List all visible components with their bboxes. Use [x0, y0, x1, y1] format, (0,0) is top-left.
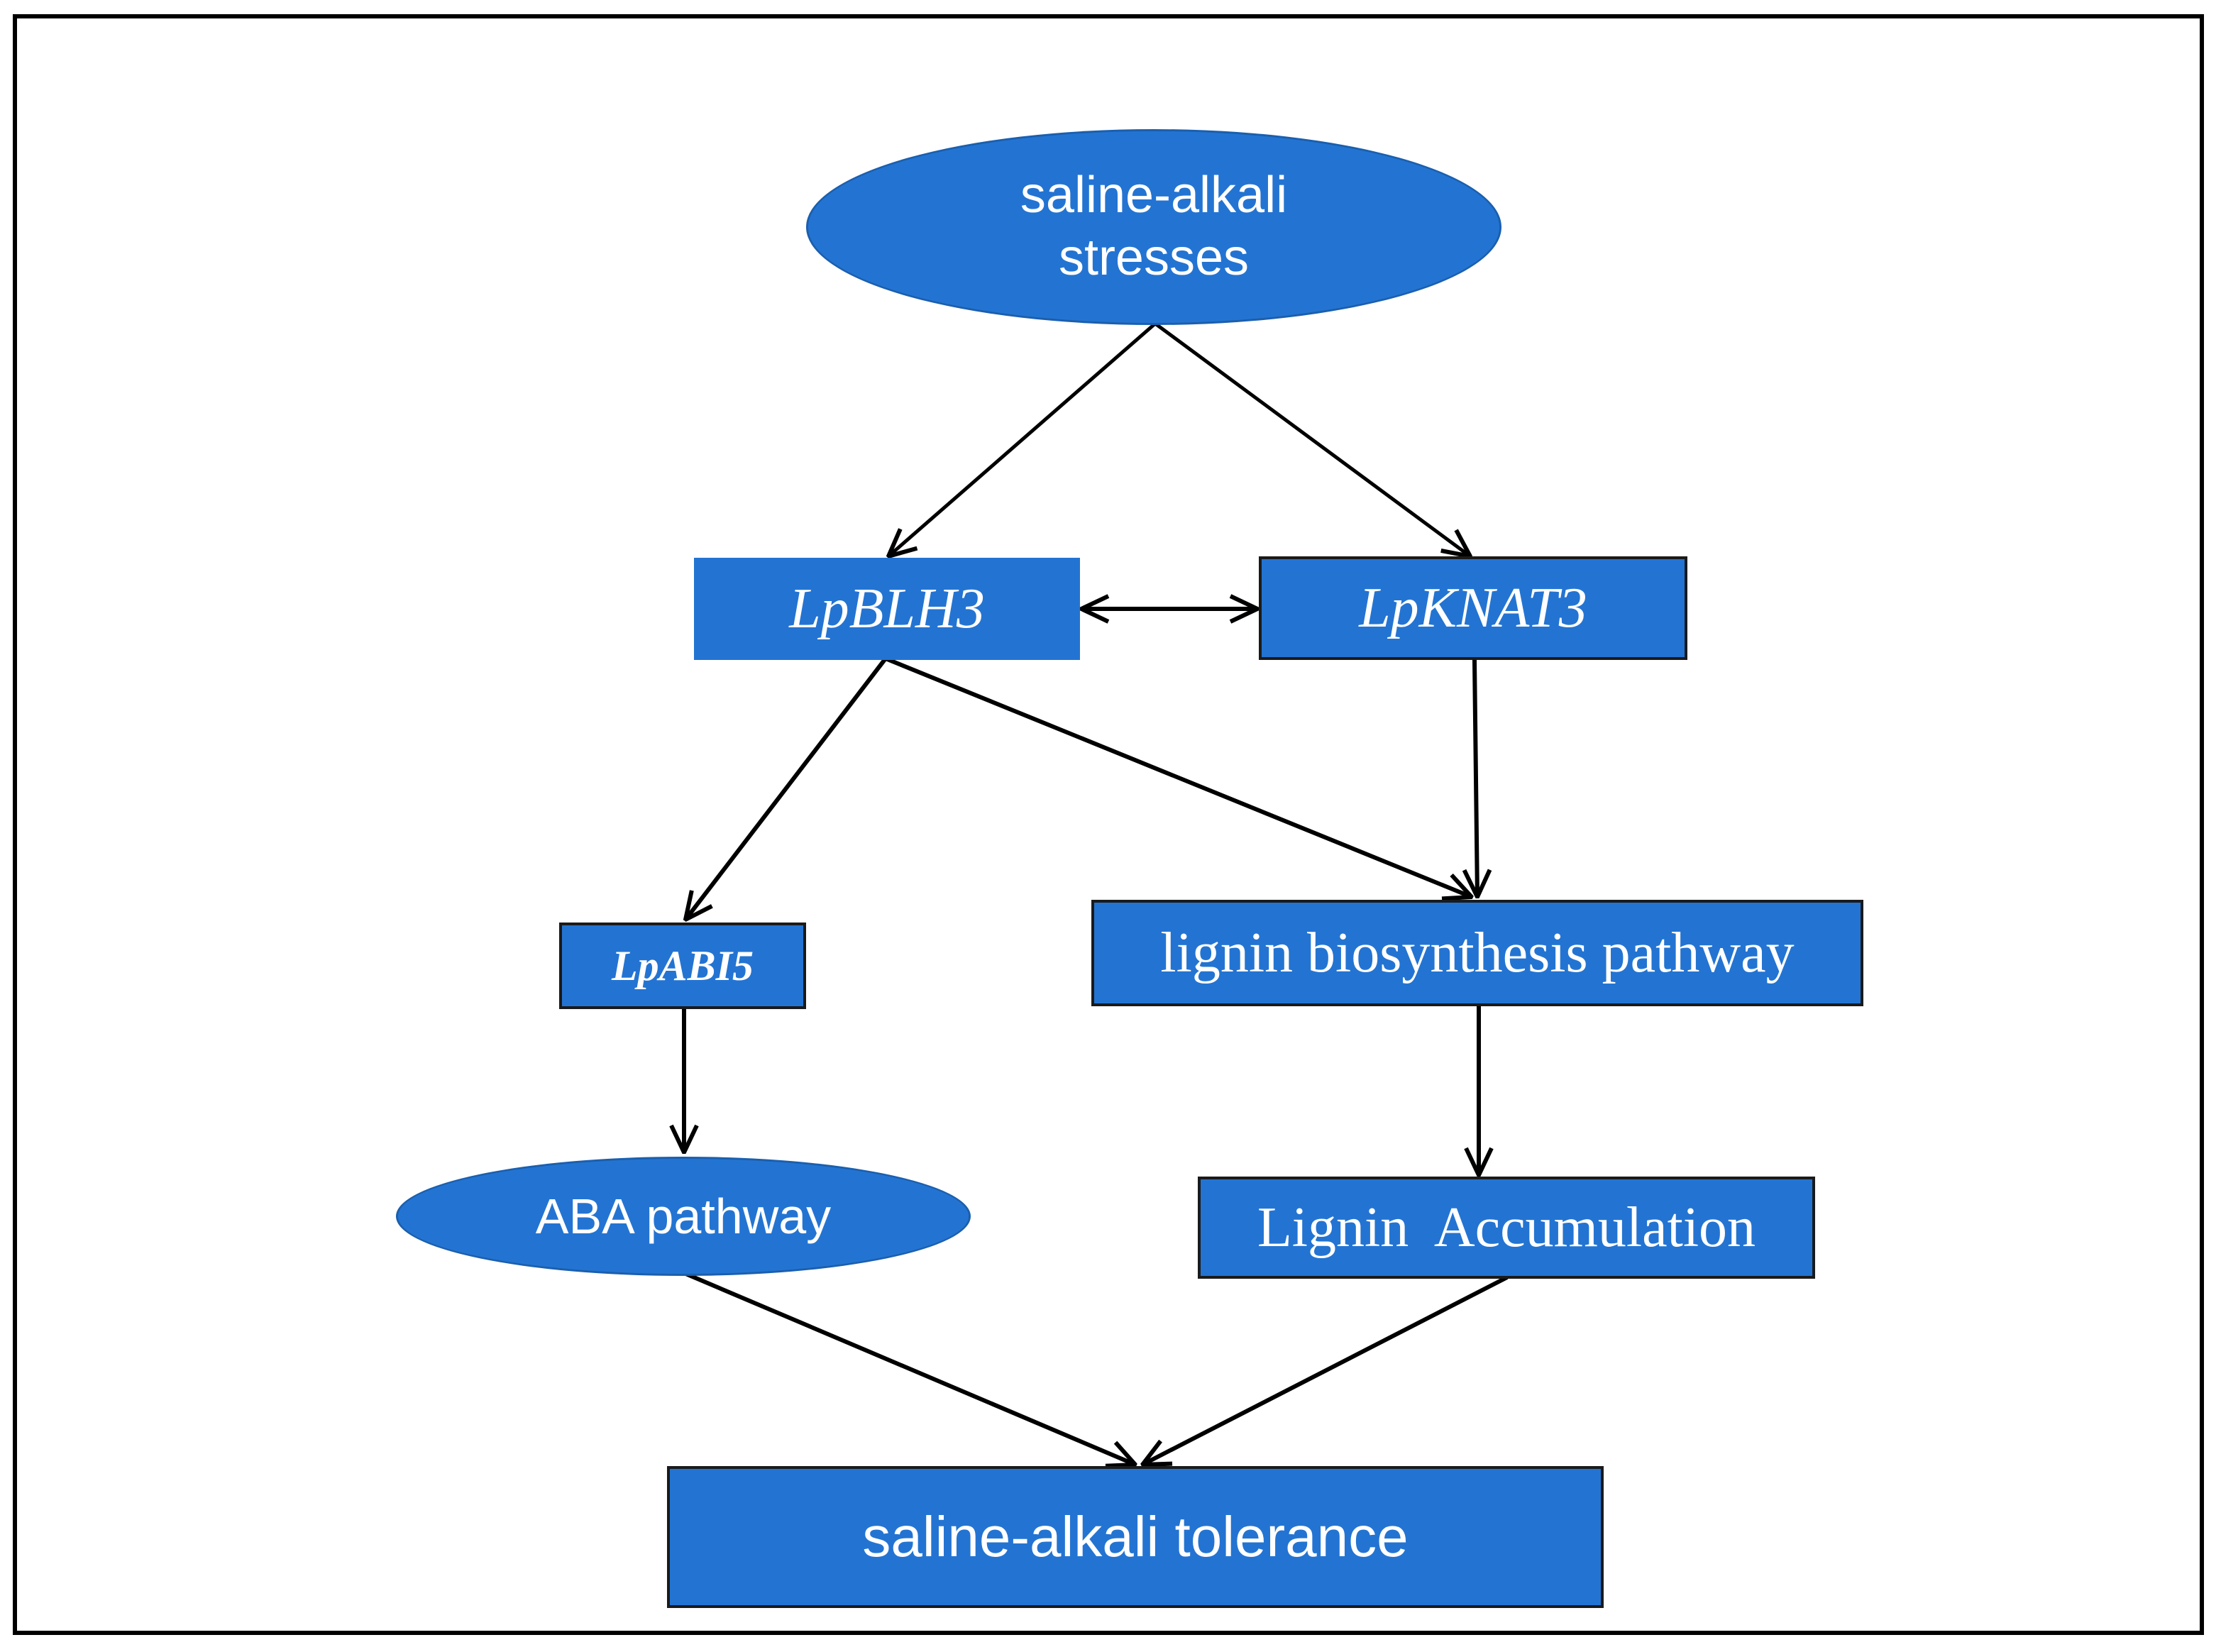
node-lpknat3-label: LpKNAT3: [1359, 576, 1587, 639]
edge-blh3-to-lignin-path: [884, 656, 1472, 897]
node-saline-alkali-stresses: saline-alkali stresses: [806, 129, 1501, 325]
node-lignin-biosynthesis-pathway: lignin biosynthesis pathway: [1091, 900, 1863, 1006]
node-stress-line2: stresses: [1058, 229, 1250, 286]
node-lpabi5-label: LpABI5: [611, 942, 754, 989]
edge-knat3-to-lignin-path: [1475, 659, 1477, 897]
node-lignin-acc-label: Lignin Accumulation: [1257, 1196, 1756, 1259]
edge-accumulation-to-tolerance: [1142, 1275, 1509, 1465]
node-aba-pathway: ABA pathway: [396, 1157, 971, 1276]
edge-blh3-to-abi5: [685, 657, 888, 920]
node-stress-line1: saline-alkali: [1020, 167, 1288, 224]
node-lpknat3: LpKNAT3: [1259, 556, 1687, 660]
node-aba-label: ABA pathway: [535, 1189, 832, 1244]
node-saline-alkali-tolerance: saline-alkali tolerance: [667, 1466, 1604, 1608]
node-lpabi5: LpABI5: [559, 923, 806, 1009]
node-lpblh3: LpBLH3: [694, 558, 1080, 660]
node-lpblh3-label: LpBLH3: [789, 577, 985, 640]
figure-frame: [13, 14, 2204, 1635]
edge-stress-to-knat3: [1154, 321, 1470, 556]
node-tolerance-label: saline-alkali tolerance: [862, 1505, 1409, 1568]
edge-stress-to-blh3: [888, 322, 1157, 556]
node-lignin-path-label: lignin biosynthesis pathway: [1160, 921, 1795, 984]
edge-aba-to-tolerance: [683, 1271, 1135, 1465]
node-lignin-accumulation: Lignin Accumulation: [1198, 1177, 1815, 1279]
